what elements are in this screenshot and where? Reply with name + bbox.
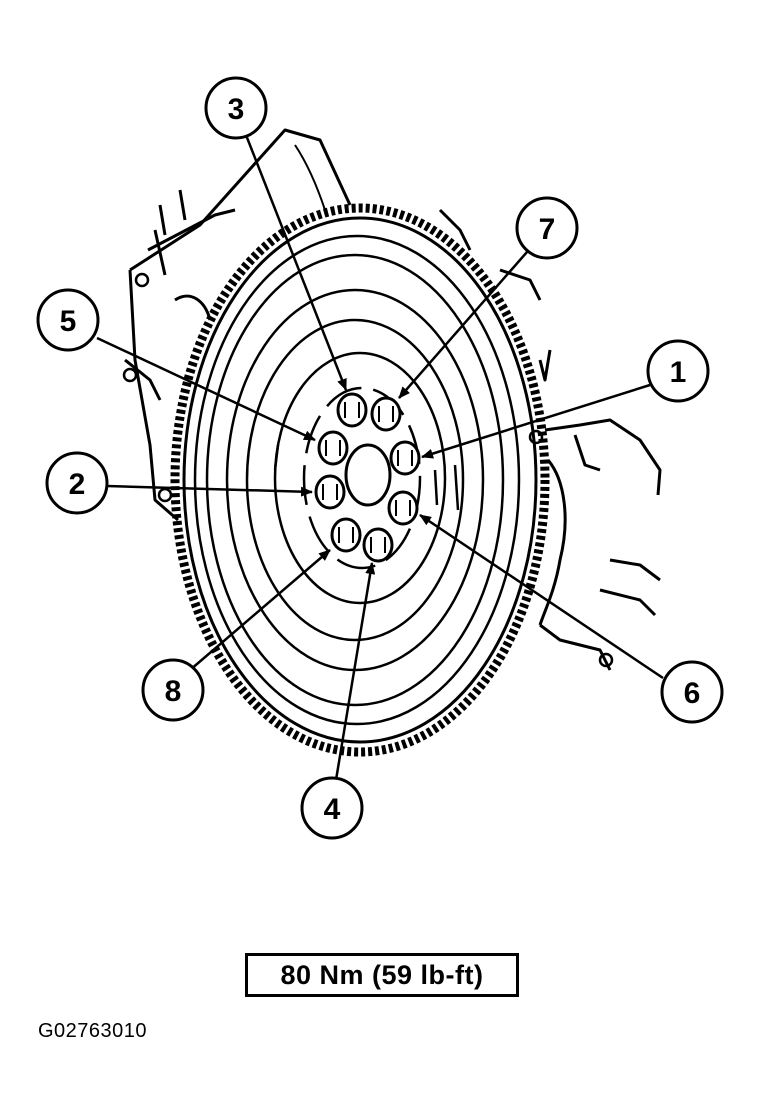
leader-line-6	[419, 513, 664, 680]
bolt-2	[314, 474, 346, 510]
figure-code: G02763010	[38, 1020, 148, 1042]
callout-label-8: 8	[165, 675, 182, 708]
leader-line-4	[334, 562, 376, 781]
bolt-4	[362, 527, 394, 563]
leader-line-1	[421, 383, 651, 459]
bolt-1	[389, 440, 421, 476]
callout-5: 5	[36, 288, 100, 352]
leader-lines	[96, 134, 664, 781]
bolt-7	[370, 396, 402, 432]
callout-label-4: 4	[324, 793, 341, 826]
callout-4: 4	[300, 776, 364, 840]
callout-7: 7	[515, 196, 579, 260]
callout-label-2: 2	[69, 468, 86, 501]
callout-label-7: 7	[539, 213, 556, 246]
callouts: 1 2 3 4 5 6 7 8	[36, 76, 724, 840]
flywheel-ring-gear	[170, 203, 550, 757]
leader-line-8	[189, 549, 331, 671]
crankshaft-pilot-hole	[344, 443, 392, 507]
callout-label-5: 5	[60, 305, 77, 338]
leader-line-7	[398, 251, 528, 399]
leader-line-3	[244, 134, 348, 391]
callout-label-6: 6	[684, 677, 701, 710]
leader-line-5	[96, 336, 316, 442]
flywheel-bolts	[314, 392, 421, 563]
bolt-5	[317, 430, 349, 466]
bolt-8	[330, 517, 362, 553]
bolt-6	[387, 490, 419, 526]
callout-label-3: 3	[228, 93, 245, 126]
callout-1: 1	[646, 339, 710, 403]
bolt-3	[336, 392, 368, 428]
torque-spec-label: 80 Nm (59 lb-ft)	[245, 953, 519, 997]
callout-label-1: 1	[670, 356, 687, 389]
callout-8: 8	[141, 658, 205, 722]
callout-6: 6	[660, 660, 724, 724]
leader-line-2	[106, 484, 313, 497]
callout-3: 3	[204, 76, 268, 140]
flywheel	[170, 203, 550, 757]
callout-2: 2	[45, 451, 109, 515]
